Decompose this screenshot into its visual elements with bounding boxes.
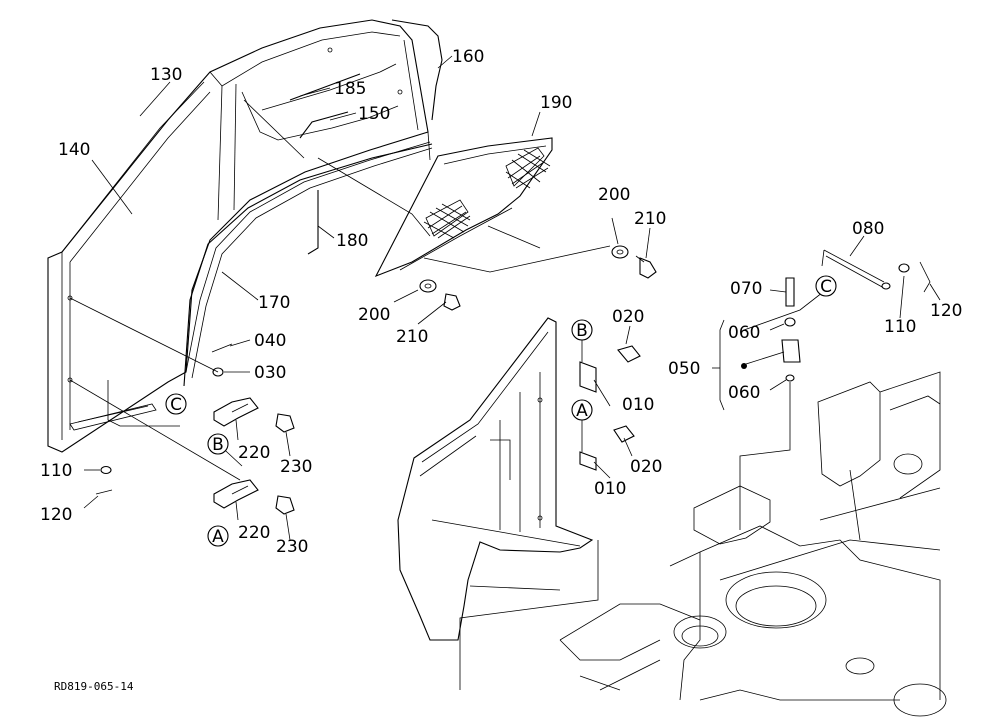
machine-frame [559,371,947,717]
ref-b-left: B [207,433,229,455]
callout-030: 030 [254,363,286,383]
svg-text:C: C [820,277,832,297]
callout-130: 130 [150,65,182,85]
callout-110-left: 110 [40,461,72,481]
callout-170: 170 [258,293,290,313]
callout-190: 190 [540,93,572,113]
callout-010-lower: 010 [594,479,626,499]
ref-c-left: C [165,393,187,415]
callout-200-lower: 200 [358,305,390,325]
callout-120-left: 120 [40,505,72,525]
callout-060-upper: 060 [728,323,760,343]
callout-070: 070 [730,279,762,299]
leader-lines [69,55,941,690]
svg-text:A: A [576,401,588,421]
small-parts-left [95,343,295,515]
callout-210-lower: 210 [396,327,428,347]
handle-150 [299,111,349,139]
trim-strip-160 [391,19,443,121]
callout-140: 140 [58,140,90,160]
seal-170 [183,143,433,387]
washer-bolt-upper [611,245,657,279]
ref-a-left: A [207,525,229,547]
bracket-lower-right [579,420,635,471]
bracket-upper-right [579,340,641,393]
callout-110-right: 110 [884,317,916,337]
drawing-code: RD819-065-14 [54,680,134,693]
callout-150: 150 [358,104,390,124]
side-panel [397,317,594,641]
callout-210-upper: 210 [634,209,666,229]
cover-panel [47,19,433,453]
callout-180: 180 [336,231,368,251]
stay-180 [307,190,319,255]
ref-b-right: B [571,319,593,341]
callout-010-upper: 010 [622,395,654,415]
washer-bolt-lower [419,279,461,311]
callout-220-upper: 220 [238,443,270,463]
callout-230-lower: 230 [276,537,308,557]
callout-labels: 130 140 185 150 160 190 180 170 200 210 … [40,47,962,557]
svg-text:B: B [576,321,588,341]
callout-020-lower: 020 [630,457,662,477]
ref-c-right: C [815,275,837,297]
callout-060-lower: 060 [728,383,760,403]
callout-185: 185 [334,79,366,99]
callout-120-right: 120 [930,301,962,321]
callout-020-upper: 020 [612,307,644,327]
window-190 [374,137,553,278]
callout-220-lower: 220 [238,523,270,543]
callout-200-upper: 200 [598,185,630,205]
callout-160: 160 [452,47,484,67]
callout-040: 040 [254,331,286,351]
svg-text:B: B [212,435,224,455]
ref-a-right: A [571,399,593,421]
hinge-assembly [741,249,931,382]
svg-text:C: C [170,395,182,415]
callout-230-upper: 230 [280,457,312,477]
callout-050: 050 [668,359,700,379]
callout-080: 080 [852,219,884,239]
svg-text:A: A [212,527,224,547]
